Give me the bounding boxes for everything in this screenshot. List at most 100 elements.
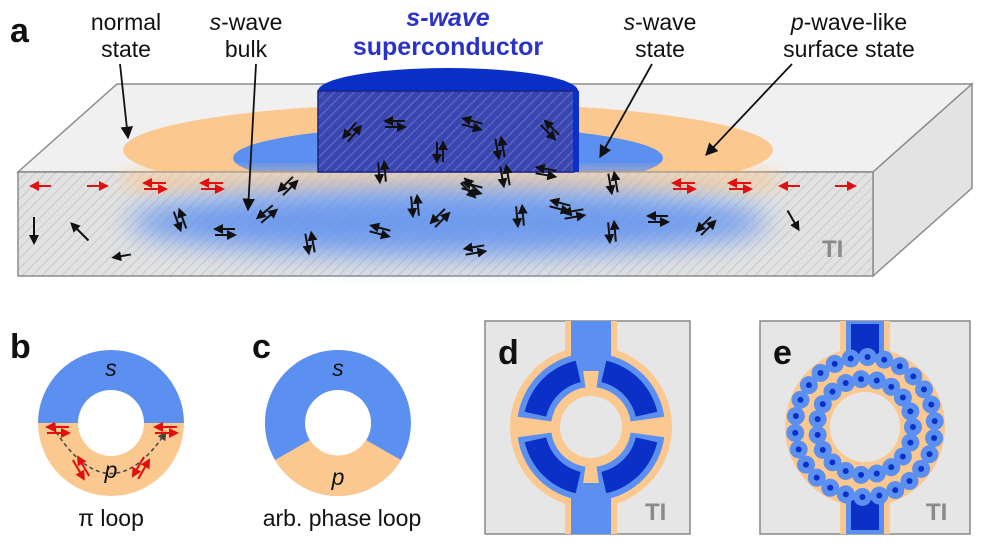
sc-island-core <box>859 493 866 500</box>
cooper-pair-arrow <box>379 159 390 182</box>
cooper-pair-arrow <box>177 207 188 229</box>
cooper-pair-arrow <box>462 242 485 253</box>
phase-path-b <box>47 422 167 475</box>
sc-island-core <box>805 382 812 389</box>
cooper-pair-arrow <box>700 219 717 236</box>
cooper-pair-arrow <box>512 206 523 229</box>
cooper-pair-arrow <box>277 176 294 193</box>
cooper-pair-arrow <box>534 163 557 174</box>
cooper-pair-arrow <box>461 115 483 126</box>
cooper-pair-arrow <box>255 204 274 220</box>
sc-island-core <box>931 418 938 425</box>
cooper-pair-arrow <box>412 193 423 216</box>
cooper-pair-arrow <box>434 211 451 228</box>
ring-p-half-b <box>38 423 184 496</box>
sc-island-core <box>814 416 821 423</box>
sc-island-core <box>842 467 849 474</box>
label-ti-e: TI <box>926 499 947 526</box>
panel-c: c s p arb. phase loop <box>252 328 421 531</box>
pointer-bulk <box>242 63 257 212</box>
sc-island-core <box>907 408 914 415</box>
sc-island-core <box>899 394 906 401</box>
cooper-pair-arrow <box>497 135 508 158</box>
sc-island-core <box>802 461 809 468</box>
sc-island-core <box>842 491 849 498</box>
cooper-pair-arrow <box>302 233 313 256</box>
sc-island-core <box>797 396 804 403</box>
cooper-pair-arrow <box>463 177 480 194</box>
sc-island-core <box>926 451 933 458</box>
cooper-pair-arrow <box>604 222 615 245</box>
cooper-pair-arrow <box>561 206 584 217</box>
ring-s-half-b <box>38 350 184 423</box>
pointer-normal <box>119 63 134 140</box>
cooper-pair-arrow <box>497 166 508 189</box>
cooper-pair-arrow <box>131 456 145 478</box>
cooper-pair-arrow <box>341 121 357 140</box>
sc-island-core <box>921 386 928 393</box>
cooper-pair-arrow <box>172 211 183 233</box>
label-normal-state-1: normal <box>91 9 161 35</box>
cooper-pair-arrow <box>535 170 558 181</box>
ring-p-label-c: p <box>331 464 345 490</box>
cooper-pair-arrow <box>407 196 418 219</box>
cooper-pair-arrow <box>564 211 587 222</box>
sc-island-core <box>814 431 821 438</box>
sc-island-core <box>792 429 799 436</box>
spin-arrow <box>111 251 132 262</box>
sc-island-core <box>813 474 820 481</box>
cooper-pair-arrow <box>307 230 318 253</box>
sc-segment <box>524 360 581 417</box>
sc-island-core <box>847 355 854 362</box>
cooper-pair-arrow <box>502 163 513 186</box>
sc-island-core <box>817 369 824 376</box>
sc-island-core <box>910 424 916 430</box>
superconductor-side <box>574 91 579 172</box>
cooper-pair-arrow <box>610 170 621 193</box>
sc-segment <box>524 437 581 494</box>
sc-islands-e <box>786 348 944 506</box>
cooper-pair-arrow <box>517 203 528 226</box>
cooper-pair-arrow <box>465 247 488 258</box>
label-bulk-2: bulk <box>225 36 268 62</box>
sc-island-core <box>873 377 880 384</box>
cooper-pair-arrow <box>609 219 620 242</box>
sc-island-core <box>928 401 935 408</box>
panel-letter-a: a <box>10 12 30 50</box>
label-s-state-1: s-wave <box>624 9 697 35</box>
sc-island-core <box>899 453 906 460</box>
sc-island-core <box>842 380 849 387</box>
spin-arrow <box>786 209 800 232</box>
ring-s-label-b: s <box>105 355 117 381</box>
panel-letter-e: e <box>773 334 792 372</box>
s-wave-bulk-region <box>128 188 768 256</box>
sc-island-core <box>831 360 838 367</box>
sc-island-core <box>873 470 880 477</box>
sc-island-core <box>906 478 913 485</box>
panel-letter-d: d <box>498 334 519 372</box>
cooper-pair-arrow <box>695 216 712 233</box>
sc-island-core <box>918 465 925 472</box>
label-ti-d: TI <box>645 499 666 526</box>
panel-e: e TI <box>759 320 971 535</box>
sc-island-core <box>881 356 888 363</box>
panel-letter-b: b <box>10 328 31 366</box>
caption-b: π loop <box>78 505 144 531</box>
ring-s-label-c: s <box>332 355 344 381</box>
label-ti-a: TI <box>822 236 843 263</box>
cooper-pair-arrow <box>429 208 446 225</box>
b-spin-arrows <box>45 422 179 481</box>
pointer-p-wave <box>705 63 793 156</box>
sc-title-line2: superconductor <box>353 33 544 61</box>
sc-island-core <box>892 487 899 494</box>
cooper-pair-arrow <box>374 162 385 185</box>
cooper-pair-arrow <box>369 222 391 233</box>
ring-p-c <box>275 440 401 497</box>
sc-island-core <box>795 446 802 453</box>
sc-island-core <box>829 459 836 466</box>
cooper-pair-arrow <box>460 182 477 199</box>
panel-d: d TI <box>484 320 691 535</box>
cooper-pair-arrow <box>282 179 299 196</box>
sc-segments-d <box>517 353 665 501</box>
panel-letter-c: c <box>252 328 271 366</box>
